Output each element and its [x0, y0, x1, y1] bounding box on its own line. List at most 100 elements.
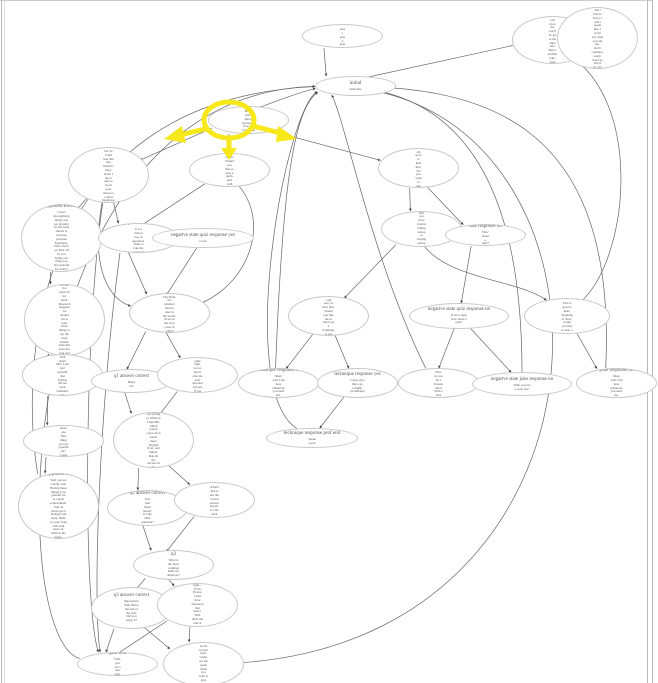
edge-q3c-to-qs [105, 628, 115, 653]
node-title: q2 answer incorrect [195, 483, 234, 485]
edge-hex3-to-hex4 [43, 456, 47, 474]
node-body: Impressive! Well that is the end of the … [123, 599, 139, 623]
node-body: Bang on! [128, 379, 135, 388]
edge-trpe-to-initial [267, 91, 318, 429]
edge-srp-to-tryes [334, 335, 350, 369]
edge-nsqry-to-q1 [166, 247, 197, 296]
edge-joke-to-initial [323, 47, 328, 77]
node-hello: helloHello there David Username, how are… [208, 106, 289, 134]
node-body: I am sorry to hear that. Would you like … [322, 297, 335, 336]
node-body: Hmm.. I bet we could turn that into fant… [102, 147, 115, 203]
node-body: Okay, well I am here whenever you need m… [272, 374, 285, 398]
node-body: Oh I am sorry to hear that. Do you want … [415, 149, 422, 188]
node-nsj1: negative state joke 1How do you fix a br… [398, 368, 479, 398]
node-body: Great, give this a go tonight: [techniqu… [350, 377, 365, 394]
node-hex2: happiness ex2Well done! Me? I am just gr… [22, 354, 103, 396]
node-body: Nice one! I am grateful for the hot kett… [58, 284, 71, 355]
node-body: Hello there David Username, how are you … [241, 109, 256, 134]
edge-trn-to-nsqrn [460, 245, 472, 304]
node-title: technique response prof end [283, 430, 341, 436]
node-srnp: sleep response no problemThat is good to… [524, 298, 610, 334]
node-body: It is a mixed bag of questions. Want to … [132, 227, 145, 253]
page-border-top [0, 0, 652, 1]
node-body: Well, you are a sour one! [114, 657, 121, 676]
node-body: How do you fix a broken tuba? With a tub… [434, 370, 443, 398]
node-q2i: q2 answer incorrectAfraid that is not th… [174, 482, 255, 518]
node-q1: q1The Pudu, the smallest known deer in t… [129, 293, 210, 333]
node-title: technique response yes [334, 371, 381, 377]
node-body: According to Winston Churchill, which po… [146, 412, 161, 468]
node-body: How about one final thing you are gratef… [58, 426, 69, 457]
edge-q2i-to-q3 [166, 516, 195, 552]
node-title: q3 [170, 552, 176, 557]
node-body: Great! Would you like to play a quick qu… [225, 155, 234, 186]
node-title: joke response no [599, 368, 634, 374]
edge-q2c-to-q3 [142, 525, 152, 551]
node-title: negative state joke 1 [418, 369, 459, 370]
edge-qu-to-qs [96, 252, 121, 653]
edge-rn-to-trn [425, 184, 464, 225]
node-title: happiness exercise [42, 204, 81, 210]
node-q3i: q3 answer incorrectNot quite right... Ev… [157, 583, 238, 627]
edge-q1-to-q1c [126, 331, 146, 370]
edge-rvp-to-qu [138, 183, 205, 228]
node-body: Welcome [349, 86, 362, 91]
node-body: Hmmm, I'm afraid I don't follow. Sorry, … [591, 8, 604, 69]
node-title: quiz sour [108, 652, 127, 657]
node-title: q1 answer correct [113, 373, 150, 379]
node-title: joke [338, 25, 347, 27]
edge-hello-to-rfp [139, 127, 213, 161]
edge-rfp-to-qs [87, 202, 104, 653]
edge-rfp-to-q1 [98, 202, 131, 307]
node-body: Well done! Me? I am just grateful that P… [56, 354, 69, 396]
node-title: quiz unsure [126, 223, 151, 227]
node-joke: jokejoke 1 joke 2 joke 3 [302, 24, 383, 48]
edge-srp-to-trno [285, 334, 313, 369]
node-body: joke 1 joke 2 joke 3 [339, 27, 346, 47]
node-body: Not quite right. Let us move onto the ne… [192, 358, 203, 393]
edge-srnp-to-joke1 [560, 50, 622, 300]
node-body: Speak soon! [308, 436, 316, 445]
page-border-left [1, 0, 5, 683]
edge-tryes-to-trpe [319, 397, 345, 429]
node-srp: sleep response problemI am sorry to hear… [288, 296, 369, 336]
node-title: technique response no [256, 368, 301, 374]
node-body: Why did the cell cross the road? To get … [547, 16, 558, 64]
node-body: The Pudu, the smallest known deer in the… [162, 294, 177, 333]
edge-q1-to-q1i [165, 331, 181, 359]
node-title: negative state quiz response no [427, 306, 491, 312]
edge-nsqrn-to-nsj1 [438, 328, 455, 369]
edge-q2-to-q2c [136, 467, 140, 491]
edge-q3i-to-qs [116, 620, 168, 655]
node-body: Cool! [199, 238, 207, 243]
edge-nsj1-to-initial [331, 94, 427, 369]
node-title: negative state quiz response yes [171, 232, 235, 238]
edge-try-to-srnp [423, 245, 547, 301]
edge-hello-to-rvp [226, 133, 230, 154]
node-body: Not quite right... Even Picasso could ha… [191, 583, 204, 627]
edge-q3i-to-qe [187, 626, 191, 643]
node-title: negative state joke response no [490, 376, 554, 382]
node-title: q2 answer correct [129, 491, 166, 497]
node-body: Great! Recognising things you are gratef… [53, 210, 70, 272]
node-body: Did you have trouble falling asleep or s… [416, 211, 427, 247]
edge-rfp-to-qu [113, 202, 120, 224]
edge-nsqrn-to-nsjrn [470, 328, 512, 373]
node-title: sleep response no problem [540, 299, 593, 301]
node-body: Afraid that is not the correct answer. R… [208, 485, 221, 518]
node-title: initial [349, 80, 362, 86]
edge-q1c-to-q2 [124, 392, 133, 414]
node-q2: q2According to Winston Churchill, which … [113, 412, 194, 468]
